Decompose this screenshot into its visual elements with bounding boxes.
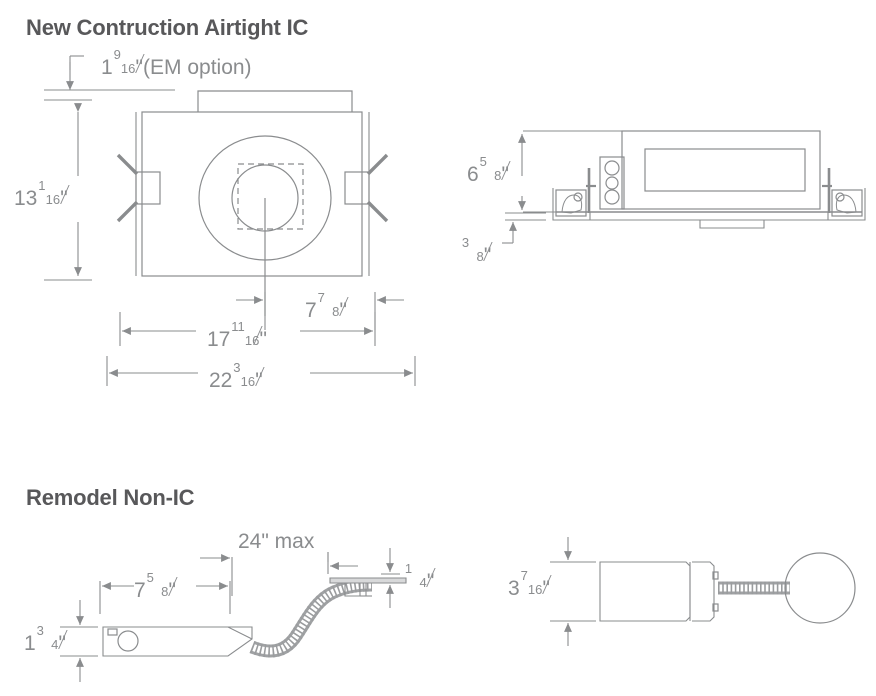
dimension-remodel-body-length [99, 581, 231, 614]
dimension-em-option [44, 55, 175, 91]
dimension-section-lip [502, 212, 546, 244]
dimension-end-view-diameter [550, 537, 596, 646]
dimension-trim-thickness [381, 548, 400, 608]
dimension-housing-height [44, 99, 92, 281]
plan-view [116, 90, 389, 316]
section-view [530, 130, 866, 229]
section-heading-remodel: Remodel Non-IC [26, 485, 195, 510]
end-view [599, 552, 856, 624]
section-heading-new-construction: New Contruction Airtight IC [26, 15, 309, 40]
em-option-unit: " [135, 56, 144, 79]
plan-bracket-right [344, 112, 389, 276]
elevation-view [102, 577, 407, 658]
section-clip-right [827, 188, 866, 221]
section-clip-left [552, 188, 591, 221]
plan-bracket-left [116, 112, 161, 276]
em-option-whole: 1 [101, 56, 113, 79]
dimension-overall-width [106, 356, 416, 386]
dimension-remodel-body-height [60, 600, 98, 682]
dimension-flex-max [200, 552, 358, 596]
em-option-suffix: (EM option) [143, 56, 252, 79]
dimension-section-height [518, 130, 560, 213]
dimension-label-flex-max: 24" max [238, 530, 315, 553]
dimension-housing-width [119, 312, 376, 346]
